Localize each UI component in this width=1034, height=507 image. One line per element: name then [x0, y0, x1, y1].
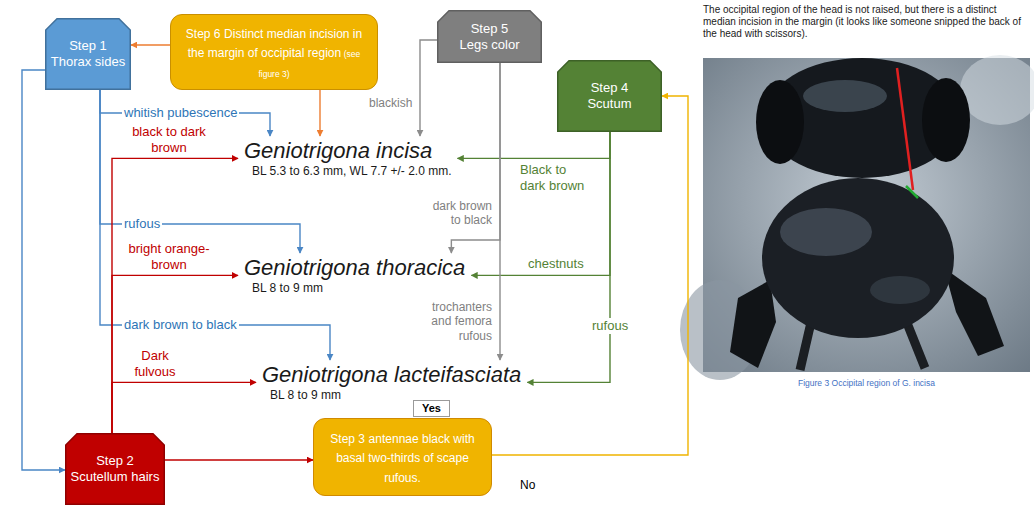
connector [458, 132, 610, 158]
step-question: Thorax sides [51, 54, 125, 70]
figure-note: The occipital region of the head is not … [703, 4, 1030, 40]
edge-label: bright orange-brown [126, 241, 212, 272]
step-question: Legs color [460, 37, 520, 53]
connector [131, 44, 170, 45]
bee-eye [756, 80, 804, 164]
edge-label: Black to dark brown [518, 162, 588, 193]
edge-label: trochanters and femora rufous [419, 300, 494, 343]
node-text-wrap: Geniotrigona incisaBL 5.3 to 6.3 mm, WL … [244, 138, 452, 179]
bee-leg [944, 268, 1004, 356]
step-number: Step 3 [330, 432, 365, 446]
step-outline [46, 19, 131, 90]
node-text-wrap: Step 4Scutum [587, 80, 631, 111]
step-number: Step 4 [587, 80, 631, 96]
connector [420, 40, 437, 136]
node-text-wrap: Geniotrigona thoracicaBL 8 to 9 mm [244, 255, 465, 296]
bee-thorax [762, 178, 954, 338]
body-length: BL 8 to 9 mm [262, 388, 521, 402]
edge-label: chestnuts [526, 256, 586, 272]
marker-line [897, 68, 913, 190]
node-text-wrap: Step 2Scutellum hairs [71, 453, 160, 484]
species-name: Geniotrigona lacteifasciata [262, 362, 521, 388]
connector [112, 158, 238, 433]
species-name: Geniotrigona thoracica [244, 255, 465, 281]
connector [100, 90, 330, 360]
edge-label: black to dark brown [126, 124, 212, 155]
node-text-wrap: Geniotrigona lacteifasciataBL 8 to 9 mm [262, 362, 521, 403]
step-box: Step 5Legs color [437, 10, 542, 63]
species-node: Geniotrigona thoracicaBL 8 to 9 mm [238, 253, 471, 298]
bee-shine [780, 208, 872, 256]
body-length: BL 8 to 9 mm [244, 281, 465, 295]
step-box: Step 2Scutellum hairs [65, 433, 165, 505]
step-box: Step 6Distinct median incision in the ma… [170, 14, 378, 90]
step-box: Step 3antennae black with basal two-thir… [313, 418, 492, 496]
species-node: Geniotrigona lacteifasciataBL 8 to 9 mm [256, 360, 527, 405]
edge-label: rufous [122, 216, 162, 232]
node-text-wrap: Step 6Distinct median incision in the ma… [179, 23, 369, 81]
step-question: Scutellum hairs [71, 469, 160, 485]
bee-shine [803, 80, 887, 112]
edge-label: rufous [590, 318, 630, 334]
answer-label: Yes [413, 400, 450, 417]
node-text-wrap: Step 1Thorax sides [51, 38, 125, 69]
marker-line [906, 186, 918, 198]
connector [22, 70, 65, 470]
bee-leg [730, 280, 776, 368]
connector [165, 459, 313, 460]
species-name: Geniotrigona incisa [244, 138, 452, 164]
step-outline [438, 11, 542, 63]
connector [112, 382, 256, 433]
edge-label: whitish pubescence [122, 105, 239, 121]
connector [499, 63, 500, 360]
bee-eye [922, 78, 970, 162]
connector [492, 96, 688, 455]
photo-blur [960, 55, 1034, 125]
step-box: Step 1Thorax sides [45, 18, 131, 90]
edge-label: Dark fulvous [126, 348, 184, 379]
figure-caption: Figure 3 Occipital region of G. incisa [703, 378, 1030, 388]
step-outline [66, 434, 165, 505]
answer-label: No [520, 478, 535, 492]
step-number: Step 5 [460, 21, 520, 37]
step-question: Scutum [587, 96, 631, 112]
step-box: Step 4Scutum [557, 60, 662, 132]
connector [112, 275, 238, 433]
species-node: Geniotrigona incisaBL 5.3 to 6.3 mm, WL … [238, 136, 458, 181]
connector [319, 90, 320, 136]
edge-label: blackish [367, 96, 414, 110]
node-text-wrap: Step 5Legs color [460, 21, 520, 52]
edge-label: dark brown to black [422, 199, 494, 228]
step-number: Step 1 [51, 38, 125, 54]
step-number: Step 2 [71, 453, 160, 469]
body-length: BL 5.3 to 6.3 mm, WL 7.7 +/- 2.0 mm. [244, 164, 452, 178]
edge-label: dark brown to black [122, 317, 239, 333]
bee-shine [870, 276, 930, 304]
step-number: Step 6 [186, 27, 221, 41]
step-outline [558, 61, 662, 132]
node-text-wrap: Step 3antennae black with basal two-thir… [322, 428, 483, 486]
